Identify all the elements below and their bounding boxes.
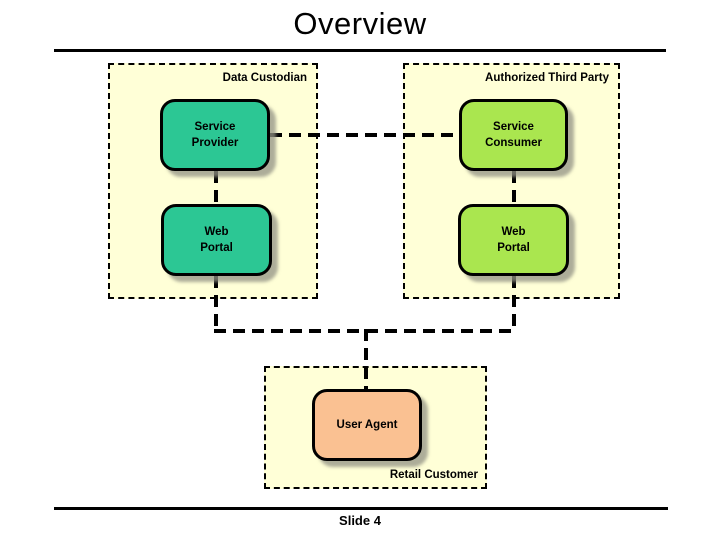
node-service-consumer: Service Consumer xyxy=(459,99,568,171)
title-divider xyxy=(54,49,666,52)
group-label-data-custodian: Data Custodian xyxy=(222,72,307,84)
slide-number: Slide 4 xyxy=(339,513,381,528)
node-web-portal-left: Web Portal xyxy=(161,204,272,276)
slide-title: Overview xyxy=(293,6,427,41)
node-service-provider: Service Provider xyxy=(160,99,270,171)
connector-provider-webportal xyxy=(214,171,218,205)
connector-webportal-right-down xyxy=(512,276,516,333)
node-web-portal-right: Web Portal xyxy=(458,204,569,276)
connector-consumer-webportal xyxy=(512,171,516,205)
group-label-authorized-third-party: Authorized Third Party xyxy=(485,72,609,84)
node-label-service-consumer: Service Consumer xyxy=(485,120,542,149)
connector-junction-useragent xyxy=(364,329,368,389)
group-label-retail-customer: Retail Customer xyxy=(389,469,478,481)
node-label-service-provider: Service Provider xyxy=(191,120,239,149)
node-label-user-agent: User Agent xyxy=(336,418,398,431)
node-user-agent: User Agent xyxy=(312,389,422,461)
footer-divider xyxy=(54,507,668,510)
node-label-web-portal-right: Web Portal xyxy=(497,225,530,254)
node-label-web-portal-left: Web Portal xyxy=(200,225,233,254)
connector-provider-consumer xyxy=(270,133,459,137)
connector-webportal-left-down xyxy=(214,276,218,333)
